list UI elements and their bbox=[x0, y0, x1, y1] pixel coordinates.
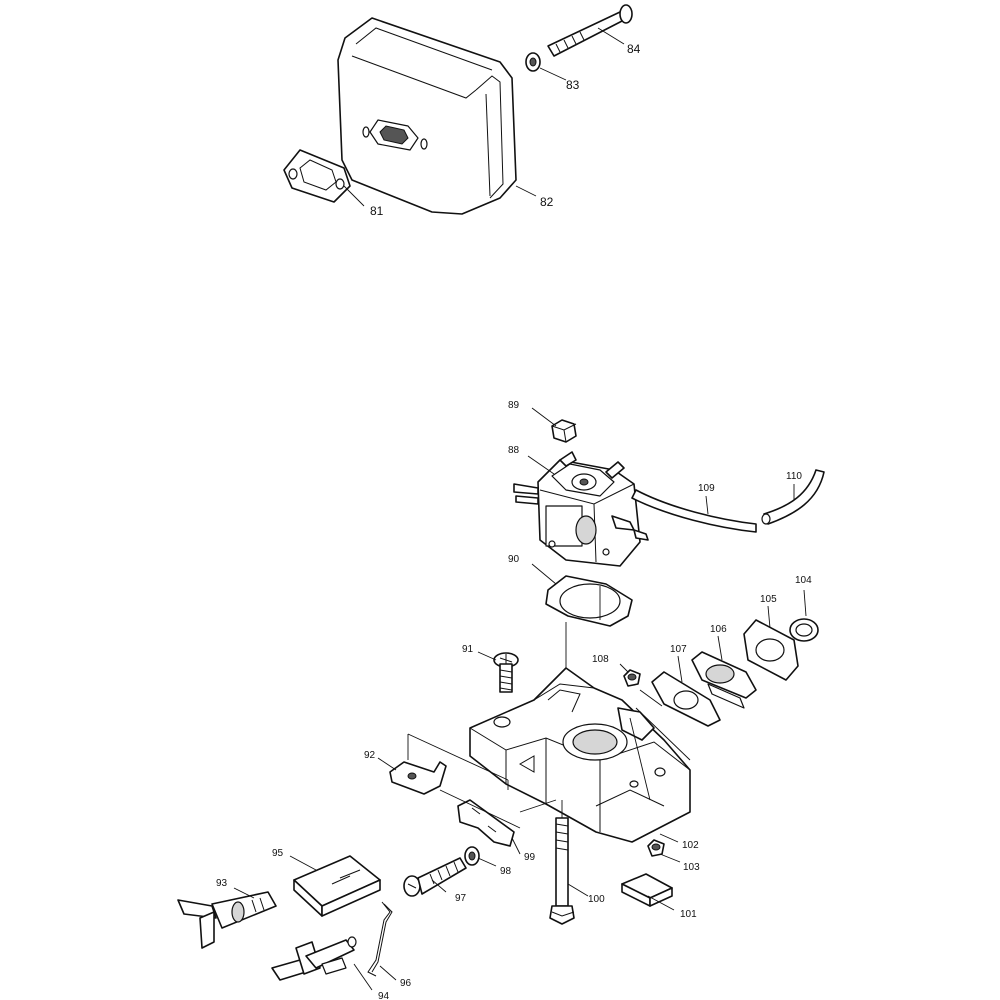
label-90: 90 bbox=[508, 554, 520, 565]
intake-part-106 bbox=[691, 651, 757, 709]
label-98: 98 bbox=[500, 866, 512, 877]
label-100: 100 bbox=[588, 894, 605, 905]
bolt-part-97 bbox=[403, 857, 467, 897]
label-93: 93 bbox=[216, 878, 228, 889]
washer-part-83 bbox=[525, 52, 541, 72]
bolt-part-84 bbox=[547, 4, 633, 57]
label-94: 94 bbox=[378, 991, 390, 1000]
label-88: 88 bbox=[508, 445, 520, 456]
gasket-part-107 bbox=[651, 671, 721, 727]
bolt-part-100 bbox=[549, 817, 575, 925]
lever-part-94 bbox=[271, 936, 357, 981]
plug-part-103 bbox=[647, 839, 665, 857]
gasket-part-81 bbox=[283, 149, 351, 203]
fuel-hose-part-109 bbox=[631, 489, 757, 533]
lever-part-93 bbox=[177, 891, 277, 949]
label-92: 92 bbox=[364, 750, 376, 761]
plate-part-99 bbox=[457, 799, 515, 847]
label-108: 108 bbox=[592, 654, 609, 665]
label-89: 89 bbox=[508, 400, 520, 411]
pad-part-95 bbox=[293, 855, 381, 917]
label-81: 81 bbox=[370, 204, 384, 218]
label-95: 95 bbox=[272, 848, 284, 859]
callout-labels: 81 82 83 84 89 88 90 91 92 93 94 95 96 9… bbox=[216, 42, 812, 1000]
label-82: 82 bbox=[540, 195, 554, 209]
label-110: 110 bbox=[786, 471, 802, 482]
label-96: 96 bbox=[400, 978, 412, 989]
label-83: 83 bbox=[566, 78, 580, 92]
screw-part-91 bbox=[493, 652, 519, 693]
label-101: 101 bbox=[680, 909, 697, 920]
label-109: 109 bbox=[698, 483, 715, 494]
label-97: 97 bbox=[455, 893, 467, 904]
carburetor-bracket-part-102 bbox=[469, 667, 691, 843]
fuel-hose-part-110 bbox=[761, 469, 825, 525]
leader-lines bbox=[233, 27, 807, 991]
gasket-part-105 bbox=[743, 619, 799, 681]
carburetor-part-88 bbox=[513, 451, 649, 567]
label-103: 103 bbox=[683, 862, 700, 873]
label-107: 107 bbox=[670, 644, 687, 655]
spring-part-96 bbox=[367, 901, 393, 977]
label-106: 106 bbox=[710, 624, 727, 635]
muffler-part-82 bbox=[337, 17, 517, 215]
label-84: 84 bbox=[627, 42, 641, 56]
gasket-part-90 bbox=[545, 575, 633, 627]
label-105: 105 bbox=[760, 594, 777, 605]
washer-part-98 bbox=[464, 846, 480, 866]
plug-part-108 bbox=[623, 669, 641, 687]
oring-part-104 bbox=[789, 618, 819, 642]
label-104: 104 bbox=[795, 575, 812, 586]
label-91: 91 bbox=[462, 644, 474, 655]
label-99: 99 bbox=[524, 852, 536, 863]
bracket-part-92 bbox=[389, 761, 447, 795]
label-102: 102 bbox=[682, 840, 699, 851]
pad-part-101 bbox=[621, 873, 673, 907]
nut-part-89 bbox=[551, 419, 577, 443]
